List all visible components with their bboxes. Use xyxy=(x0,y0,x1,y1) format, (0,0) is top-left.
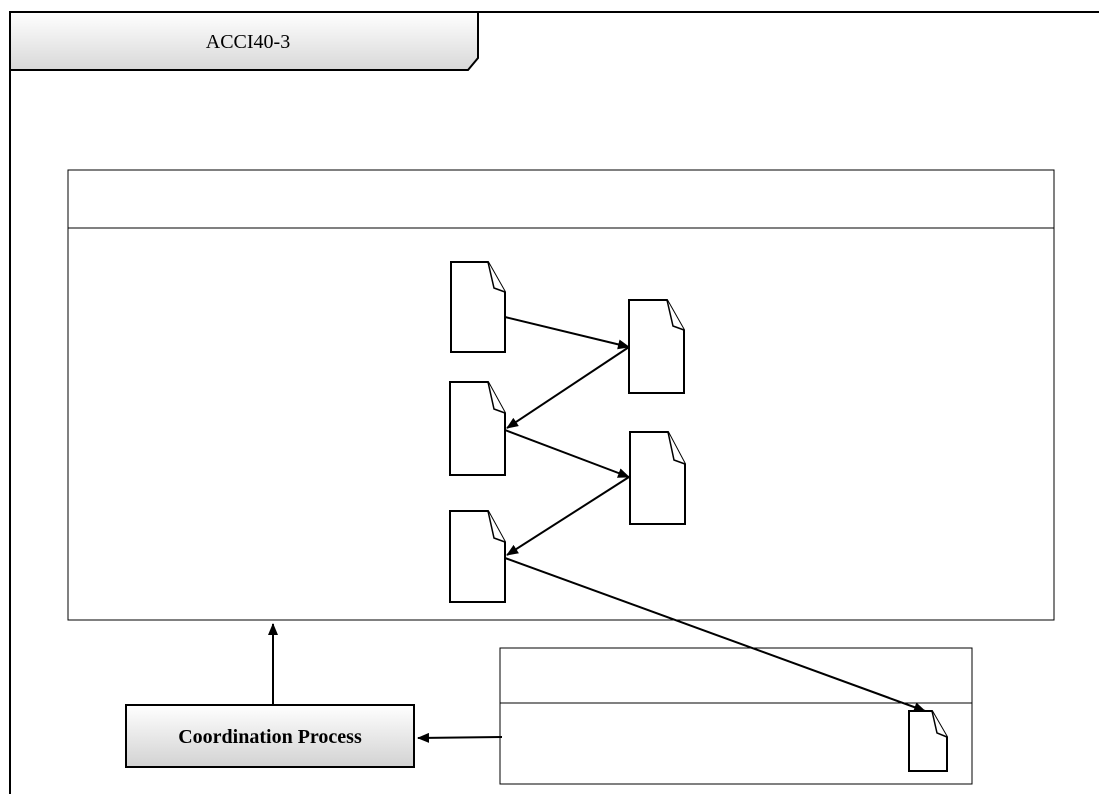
coordination-process-box xyxy=(125,704,415,768)
arrow xyxy=(506,346,630,429)
document-icon xyxy=(628,299,685,394)
arrow xyxy=(504,429,630,478)
coordination-process: Coordination Process xyxy=(125,704,415,768)
frame-tab: ACCI40-3 xyxy=(9,11,479,71)
secondary-container-box xyxy=(499,647,973,785)
document-icon xyxy=(450,261,506,353)
document-icon xyxy=(629,431,686,525)
document-icon xyxy=(449,381,506,476)
arrow xyxy=(506,476,630,556)
document-icon xyxy=(908,710,948,772)
document-arrows xyxy=(504,316,926,712)
main-container-box xyxy=(67,169,1055,621)
main-container xyxy=(67,169,1055,621)
frame-tab-label: ACCI40-3 xyxy=(206,31,290,53)
frame-tab-shape xyxy=(9,11,479,71)
arrow xyxy=(504,316,630,350)
arrow xyxy=(504,557,926,712)
document-icon xyxy=(449,510,506,603)
arrow-secondary-to-process xyxy=(417,732,503,743)
coordination-process-label: Coordination Process xyxy=(178,726,362,748)
secondary-container xyxy=(499,647,973,785)
outer-frame xyxy=(9,11,1099,794)
